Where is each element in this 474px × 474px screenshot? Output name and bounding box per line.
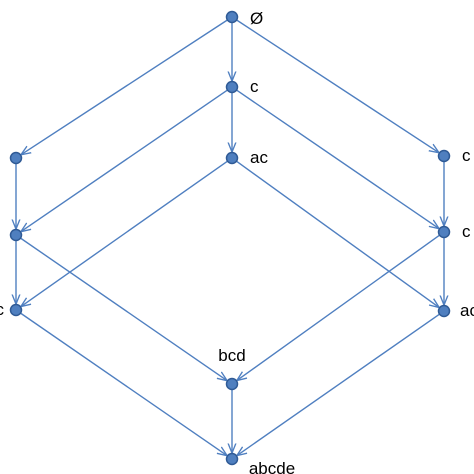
- edges-layer: [16, 19, 444, 455]
- node-ac: [225, 151, 239, 165]
- node-left-lower: [9, 303, 23, 317]
- edge-left-lower-to-abcde: [20, 312, 227, 455]
- node-empty: [225, 10, 239, 24]
- node-right-lower: [437, 304, 451, 318]
- edge-right-lower-to-abcde: [237, 313, 440, 455]
- node-label-ac: ac: [250, 148, 268, 167]
- node-bcd: [225, 377, 239, 391]
- node-label-empty: Ø: [250, 9, 263, 28]
- node-abcde: [225, 452, 239, 466]
- edge-empty-to-left-upper: [21, 19, 228, 154]
- edge-ac-to-right-lower: [236, 160, 438, 307]
- node-label-bcd: bcd: [218, 346, 245, 365]
- node-left-middle: [9, 228, 23, 242]
- node-label-left-lower: c: [0, 300, 5, 319]
- node-right-upper: [437, 149, 451, 163]
- edge-right-middle-to-bcd: [237, 234, 440, 380]
- node-left-upper: [9, 151, 23, 165]
- node-label-c: c: [250, 77, 259, 96]
- node-label-abcde: abcde: [249, 459, 295, 474]
- node-label-right-lower: ac: [460, 301, 474, 320]
- edge-empty-to-right-upper: [236, 19, 439, 152]
- edge-left-middle-to-bcd: [20, 237, 227, 380]
- edge-c-to-right-middle: [236, 89, 439, 228]
- node-right-middle: [437, 225, 451, 239]
- edge-ac-to-left-lower: [21, 160, 228, 306]
- node-label-right-upper: c: [462, 146, 471, 165]
- edge-c-to-left-middle: [21, 89, 228, 231]
- labels-layer: Øc ac c c c ac bcd abcde: [0, 9, 474, 474]
- node-c: [225, 80, 239, 94]
- nodes-layer: [9, 10, 451, 466]
- node-label-right-middle: c: [462, 222, 471, 241]
